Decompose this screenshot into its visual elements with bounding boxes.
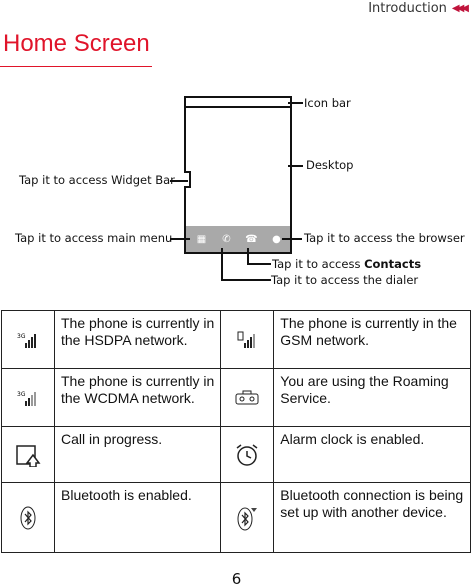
table-row: Call in progress. Alarm clock is enabled… — [1, 426, 471, 483]
table-row: 3G The phone is currently in the HSDPA n… — [1, 310, 471, 369]
icon-cell — [220, 482, 275, 553]
roaming-icon — [235, 390, 259, 404]
section-name: Introduction — [368, 0, 447, 16]
main-menu-label: Tap it to access main menu — [15, 231, 173, 245]
wcdma-signal-icon: 3G — [17, 391, 36, 406]
phone-screen-diagram: ▦ ✆ ☎ ● — [184, 96, 292, 254]
description: You are using the Roaming Service. — [273, 368, 471, 427]
title-underline — [0, 66, 152, 67]
description: Call in progress. — [53, 426, 222, 483]
table-row: Bluetooth is enabled. Bluetooth connecti… — [1, 482, 471, 553]
main-menu-grid-icon: ▦ — [196, 233, 207, 245]
icon-cell — [220, 310, 275, 369]
icon-cell — [220, 368, 275, 427]
icon-cell: 3G — [1, 310, 55, 369]
svg-text:3G: 3G — [17, 391, 26, 398]
bluetooth-connecting-icon — [237, 507, 258, 530]
icon-bar-area — [186, 98, 290, 108]
alarm-clock-icon — [236, 443, 258, 466]
svg-text:3G: 3G — [17, 333, 26, 340]
section-marker-icon: ◀◀◀ — [451, 2, 469, 14]
running-header: Introduction ◀◀◀ — [368, 0, 469, 16]
hsdpa-signal-icon: 3G — [17, 333, 36, 348]
description: Alarm clock is enabled. — [273, 426, 471, 483]
widget-bar-label: Tap it to access Widget Bar — [19, 173, 175, 187]
description: The phone is currently in the WCDMA netw… — [53, 368, 222, 427]
page-title: Home Screen — [3, 30, 150, 57]
status-icon-table: 3G The phone is currently in the HSDPA n… — [1, 310, 471, 553]
description: Bluetooth connection is being set up wit… — [273, 482, 471, 553]
page-number: 6 — [231, 570, 242, 588]
contacts-bold: Contacts — [364, 257, 422, 271]
description: Bluetooth is enabled. — [53, 482, 222, 553]
description: The phone is currently in the GSM networ… — [273, 310, 471, 369]
bluetooth-icon — [20, 506, 36, 529]
dialer-phone-icon: ✆ — [222, 233, 231, 245]
gsm-signal-icon — [237, 331, 256, 348]
call-in-progress-icon — [16, 444, 41, 467]
contacts-icon: ☎ — [245, 233, 258, 245]
browser-globe-icon: ● — [272, 233, 281, 245]
desktop-label: Desktop — [306, 158, 354, 172]
contacts-label: Tap it to access Contacts — [272, 257, 422, 271]
icon-cell: 3G — [1, 368, 55, 427]
shortcut-tray: ▦ ✆ ☎ ● — [186, 226, 290, 252]
table-row: 3G The phone is currently in the WCDMA n… — [1, 368, 471, 427]
icon-bar-label: Icon bar — [304, 96, 351, 110]
description: The phone is currently in the HSDPA netw… — [53, 310, 222, 369]
widget-bar-handle — [184, 171, 191, 188]
browser-label: Tap it to access the browser — [304, 231, 465, 245]
icon-cell — [220, 426, 275, 483]
dialer-label: Tap it to access the dialer — [271, 273, 419, 287]
icon-cell — [1, 426, 55, 483]
icon-cell — [1, 482, 55, 553]
